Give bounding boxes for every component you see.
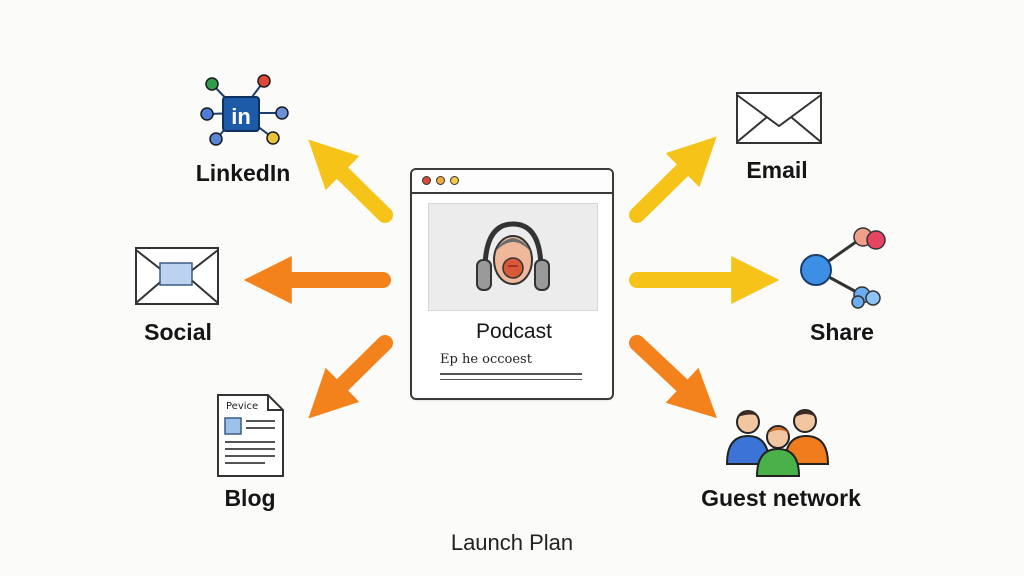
label-blog: Blog [224,485,276,511]
blog-document-icon [217,394,284,477]
arrow-to-linkedin [308,139,393,223]
podcast-preview [428,203,598,311]
window-dot-red [422,176,431,185]
social-envelope-icon [135,247,219,305]
label-guest-network: Guest network [701,485,861,511]
blog-document-title: Pevice [226,401,259,412]
email-envelope-icon [736,92,822,144]
window-titlebar [412,170,612,194]
podcast-window: Podcast Ep he occoest [410,168,614,400]
label-email: Email [746,157,808,183]
diagram-caption: Launch Plan [450,530,574,555]
window-dot-orange [436,176,445,185]
people-group-icon [725,409,830,477]
podcast-subtitle: Ep he occoest [440,352,532,367]
podcast-title: Podcast [476,320,552,343]
linkedin-logo-text: in [231,104,251,129]
text-line-2 [440,379,582,380]
share-nodes-icon [800,227,886,309]
window-dot-yellow [450,176,459,185]
linkedin-network-icon: in [200,74,289,146]
label-social: Social [144,319,212,345]
label-share: Share [810,319,874,345]
text-line-1 [440,373,582,375]
arrow-to-blog [308,335,393,419]
label-linkedin: LinkedIn [195,160,291,186]
headphones-person-icon [476,221,550,291]
arrow-to-email [629,136,717,223]
arrow-to-guest-network [629,335,717,419]
